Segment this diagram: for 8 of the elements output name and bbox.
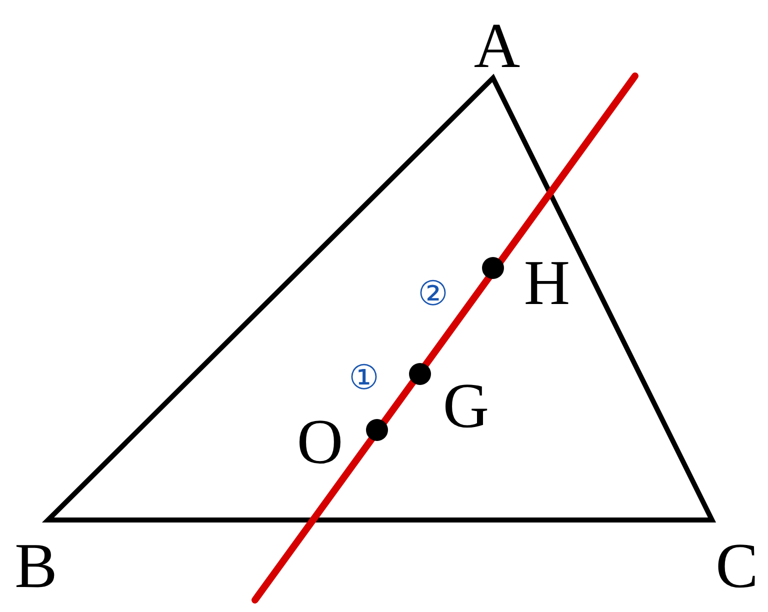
point-label: H (524, 251, 570, 315)
ratio-label: ② (418, 277, 448, 311)
ratio-label: ① (348, 361, 380, 395)
vertex-label: C (716, 534, 758, 598)
point-label: O (296, 410, 344, 474)
vertex-label: B (14, 534, 58, 598)
point-label: G (442, 374, 490, 438)
vertex-label: A (474, 14, 520, 78)
